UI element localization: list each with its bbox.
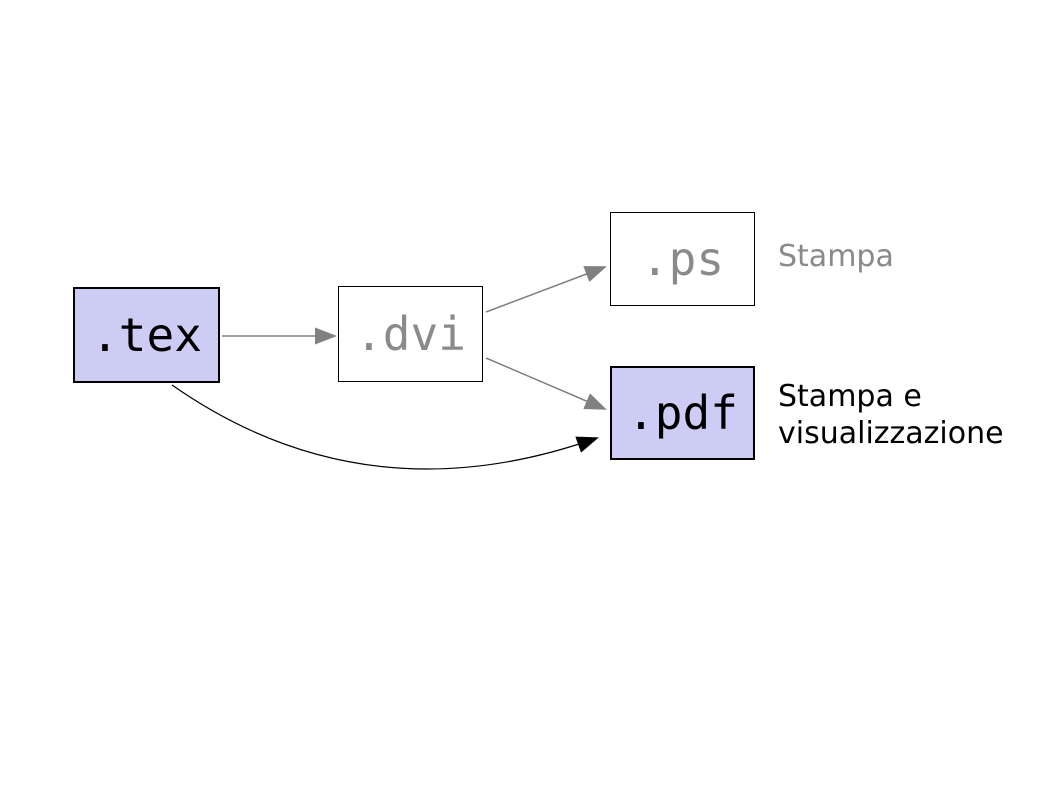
node-tex-label: .tex [91,308,202,362]
node-ps-label: .ps [640,232,725,286]
edge-tex-to-pdf [171,384,599,470]
node-dvi-label: .dvi [355,307,466,361]
edge-dvi-to-ps [485,266,607,313]
node-tex: .tex [73,287,220,383]
pdf-annotation: Stampa e visualizzazione [778,378,1004,452]
node-pdf: .pdf [610,366,755,460]
node-dvi: .dvi [338,286,483,382]
pdf-annotation-line1: Stampa e [778,379,922,414]
edge-dvi-to-pdf [485,357,607,410]
ps-annotation: Stampa [778,238,894,275]
node-pdf-label: .pdf [627,386,738,440]
pdf-annotation-line2: visualizzazione [778,416,1004,451]
node-ps: .ps [610,212,755,306]
ps-annotation-text: Stampa [778,239,894,274]
